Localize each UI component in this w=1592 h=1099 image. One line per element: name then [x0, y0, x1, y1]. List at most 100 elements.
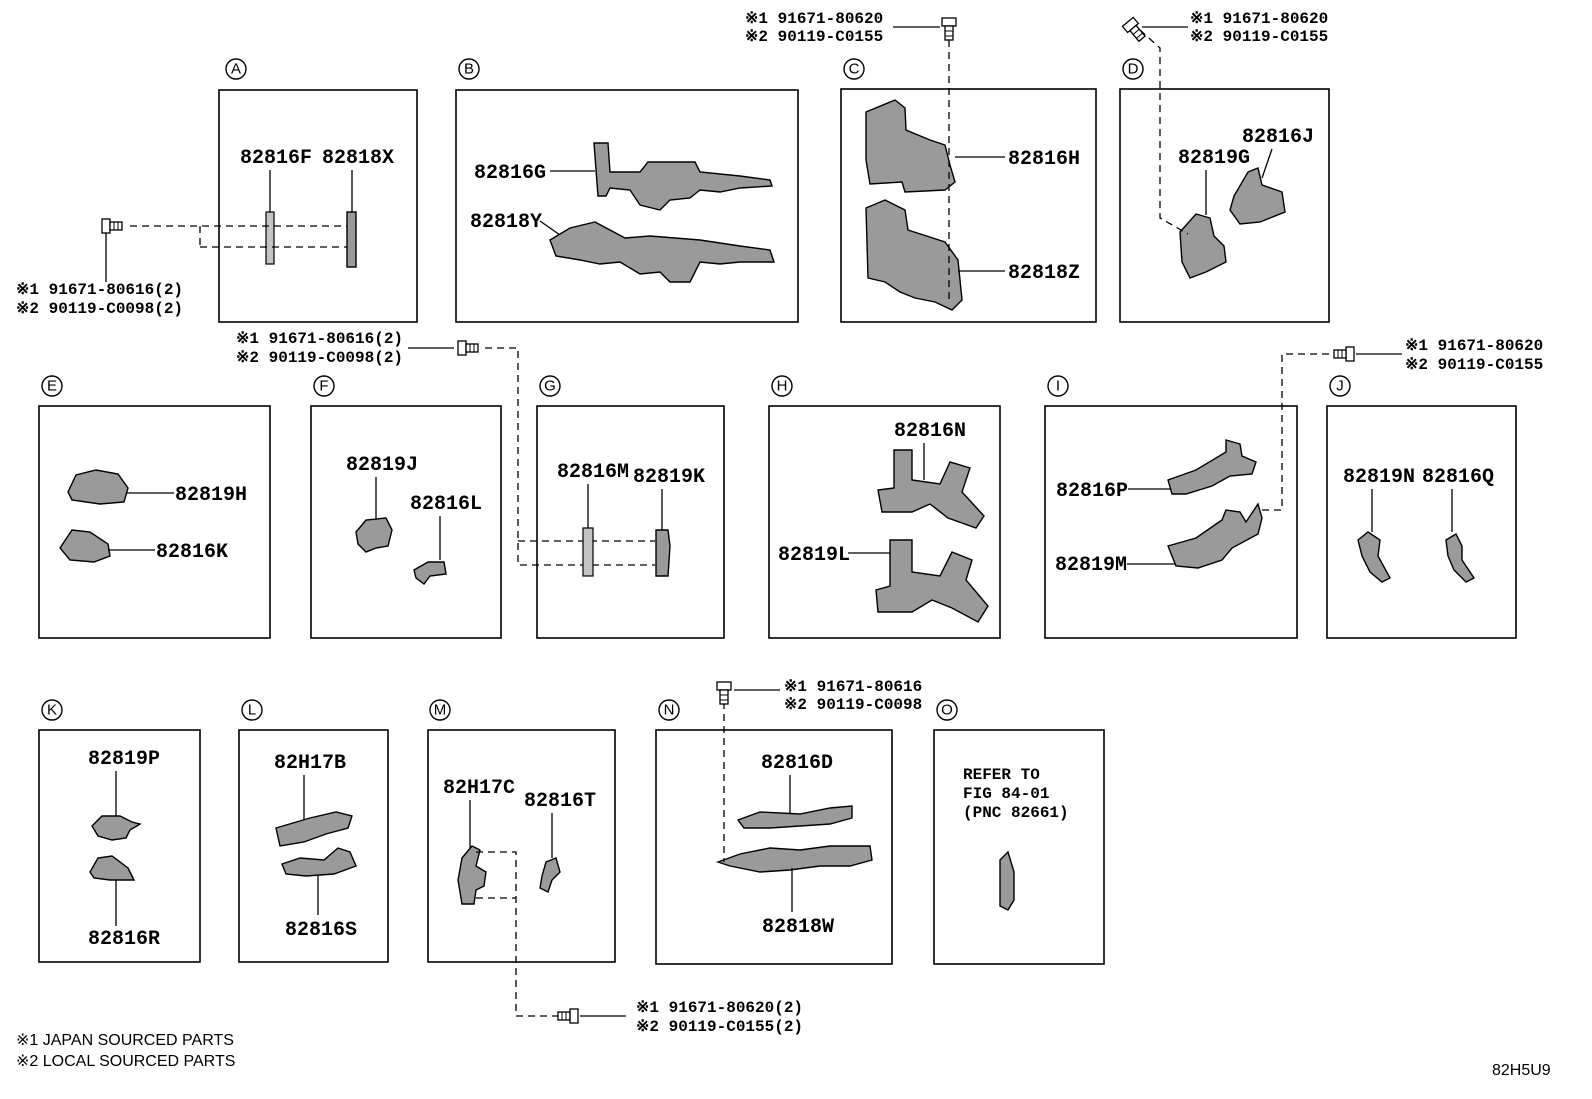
part-label-82816P: 82816P: [1056, 480, 1128, 503]
panel-a: A 82816F 82818X: [130, 58, 418, 323]
panel-c: C 82816H 82818Z: [840, 40, 1097, 323]
part-82816Q: [1445, 533, 1476, 583]
panel-n: N 82816D 82818W: [655, 699, 893, 965]
panel-d-letter: D: [1128, 61, 1139, 78]
part-82816N: [877, 449, 985, 529]
part-82816T: [539, 857, 561, 893]
fastener-m-line1: ※1 91671-80620(2): [636, 999, 803, 1017]
part-82816P: [1167, 439, 1257, 495]
panel-b: B 82816G 82818Y: [455, 58, 799, 323]
fastener-fg-line1: ※1 91671-80616(2): [236, 330, 403, 348]
panel-e-letter: E: [47, 378, 57, 395]
legend-japan-sourced: ※1 JAPAN SOURCED PARTS: [16, 1032, 234, 1049]
part-82H17B: [275, 811, 353, 847]
part-label-82818Z: 82818Z: [1008, 262, 1080, 285]
fastener-a-line1: ※1 91671-80616(2): [16, 281, 183, 299]
panel-h: H 82816N 82819L: [768, 375, 1001, 639]
fastener-c-line2: ※2 90119-C0155: [745, 28, 883, 46]
panel-i: I 82816P 82819M: [1044, 375, 1298, 639]
panel-m-letter: M: [434, 702, 447, 719]
part-82816G: [593, 142, 773, 211]
part-label-82816N: 82816N: [894, 420, 966, 443]
panel-a-letter: A: [231, 61, 241, 78]
fastener-n: ※1 91671-80616 ※2 90119-C0098: [716, 678, 922, 714]
fastener-c-line1: ※1 91671-80620: [745, 10, 883, 28]
fastener-d-line2: ※2 90119-C0155: [1190, 28, 1328, 46]
refer-line3: (PNC 82661): [963, 804, 1069, 822]
part-label-82816R: 82816R: [88, 928, 160, 951]
part-82816L: [413, 561, 447, 585]
part-82819L: [875, 539, 989, 623]
part-82819N: [1357, 531, 1391, 583]
part-label-82816H: 82816H: [1008, 148, 1080, 171]
panel-c-letter: C: [849, 61, 860, 78]
part-82816S: [281, 847, 357, 877]
refer-line2: FIG 84-01: [963, 785, 1049, 803]
part-82816K: [59, 529, 111, 563]
part-82819J: [355, 517, 393, 553]
part-82816D: [736, 805, 853, 829]
refer-line1: REFER TO: [963, 766, 1040, 784]
fastener-ij-line2: ※2 90119-C0155: [1405, 356, 1543, 374]
panel-b-letter: B: [464, 61, 474, 78]
part-label-82H17C: 82H17C: [443, 777, 515, 800]
part-label-82818W: 82818W: [762, 916, 834, 939]
panel-k: K 82819P 82816R: [38, 699, 201, 963]
panel-f-letter: F: [319, 378, 328, 395]
legend-local-sourced: ※2 LOCAL SOURCED PARTS: [16, 1053, 235, 1070]
part-82816J: [1229, 167, 1286, 225]
part-label-82819K: 82819K: [633, 466, 705, 489]
fastener-d-line1: ※1 91671-80620: [1190, 10, 1328, 28]
part-82816H: [865, 99, 956, 193]
panel-i-letter: I: [1056, 378, 1060, 395]
panel-e: E 82819H 82816K: [38, 375, 271, 639]
part-label-82819H: 82819H: [175, 484, 247, 507]
panel-g: G 82816M 82819K: [536, 375, 725, 639]
fastener-a-line2: ※2 90119-C0098(2): [16, 300, 183, 318]
part-82819H: [67, 469, 129, 505]
part-label-82H17B: 82H17B: [274, 752, 346, 775]
diagram-code: 82H5U9: [1492, 1062, 1551, 1079]
part-82816M: [582, 527, 594, 577]
panel-m: M 82H17C 82816T: [427, 699, 616, 1017]
part-label-82818Y: 82818Y: [470, 211, 542, 234]
panel-g-letter: G: [544, 378, 556, 395]
panel-j-letter: J: [1336, 378, 1344, 395]
fastener-ij-line1: ※1 91671-80620: [1405, 337, 1543, 355]
part-label-82819N: 82819N: [1343, 466, 1415, 489]
part-label-82816T: 82816T: [524, 790, 596, 813]
panel-k-letter: K: [47, 702, 57, 719]
fastener-c: ※1 91671-80620 ※2 90119-C0155: [745, 10, 957, 46]
fastener-fg: ※1 91671-80616(2) ※2 90119-C0098(2): [236, 330, 655, 566]
fastener-n-line2: ※2 90119-C0098: [784, 696, 922, 714]
part-label-82818X: 82818X: [322, 147, 394, 170]
part-82819P: [91, 815, 142, 841]
part-82818W: [715, 845, 873, 873]
part-label-82819L: 82819L: [778, 544, 850, 567]
panel-o: O REFER TO FIG 84-01 (PNC 82661): [933, 699, 1105, 965]
part-82818Z: [865, 199, 963, 311]
panel-d: D 82816J 82819G: [1119, 29, 1330, 323]
part-82816F: [265, 211, 275, 265]
part-82816R: [89, 855, 136, 881]
part-label-82816K: 82816K: [156, 541, 228, 564]
part-82H17C: [457, 845, 487, 905]
fastener-m-line2: ※2 90119-C0155(2): [636, 1018, 803, 1036]
part-label-82816S: 82816S: [285, 919, 357, 942]
panel-n-letter: N: [664, 702, 675, 719]
part-82819G: [1179, 213, 1227, 279]
fastener-d: ※1 91671-80620 ※2 90119-C0155: [1121, 10, 1328, 46]
part-label-82819J: 82819J: [346, 454, 418, 477]
panel-l: L 82H17B 82816S: [238, 699, 389, 963]
panel-h-letter: H: [777, 378, 788, 395]
part-label-82816F: 82816F: [240, 147, 312, 170]
part-label-82816L: 82816L: [410, 493, 482, 516]
part-label-82819P: 82819P: [88, 748, 160, 771]
fastener-fg-line2: ※2 90119-C0098(2): [236, 349, 403, 367]
part-82818X: [346, 211, 357, 268]
part-label-82816J: 82816J: [1242, 126, 1314, 149]
fastener-m: ※1 91671-80620(2) ※2 90119-C0155(2): [557, 999, 803, 1036]
panel-f: F 82819J 82816L: [310, 375, 502, 639]
panel-j: J 82819N 82816Q: [1326, 375, 1517, 639]
